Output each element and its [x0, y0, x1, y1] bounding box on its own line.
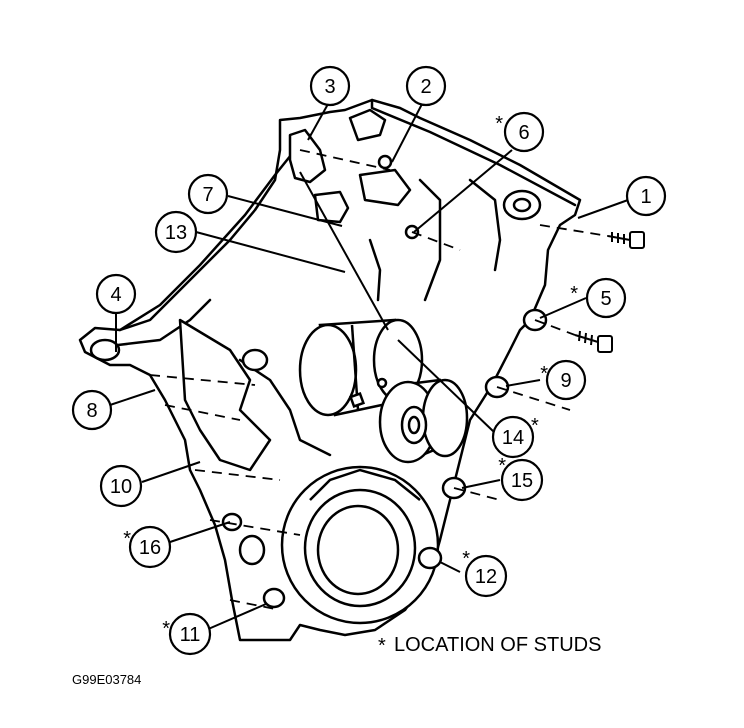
bolt-lower [574, 330, 613, 353]
callout-3-label: 3 [324, 76, 335, 98]
left-rail-inner [116, 298, 212, 347]
reference-code: G99E03784 [72, 672, 141, 687]
callout-12-star: * [462, 548, 470, 570]
upper-bracket-2 [348, 108, 387, 142]
callout-9-star: * [540, 363, 548, 385]
callout-9: * 9 [540, 359, 587, 401]
callout-2-label: 2 [420, 76, 431, 98]
callout-1: 1 [625, 175, 667, 217]
legend-star: * [378, 635, 386, 657]
callout-10: 10 [99, 464, 143, 508]
mount-boss-left [241, 348, 269, 372]
callout-6-label: 6 [518, 122, 529, 144]
callout-16-label: 16 [139, 537, 161, 559]
leader-6 [413, 149, 513, 233]
leader-15 [461, 479, 501, 489]
leader-10 [141, 461, 201, 483]
legend: * LOCATION OF STUDS [378, 634, 601, 657]
leader-8 [109, 389, 156, 406]
callout-13-label: 13 [165, 222, 187, 244]
leader-7 [227, 195, 343, 227]
leader-2 [391, 103, 423, 163]
callout-14-label: 14 [502, 427, 524, 449]
leader-11 [205, 603, 267, 631]
stud-boss-16 [221, 512, 243, 532]
callout-15-star: * [498, 455, 506, 477]
top-flange [370, 98, 577, 207]
leader-1 [577, 199, 629, 219]
stud-bosses [221, 154, 548, 609]
idler-pulley [298, 318, 424, 417]
callout-5: * 5 [570, 277, 627, 319]
callout-12: * 12 [462, 548, 508, 598]
callout-14-star: * [531, 415, 539, 437]
callout-8-label: 8 [86, 400, 97, 422]
callout-2: 2 [405, 65, 447, 107]
pointer-7-13 [299, 171, 389, 331]
callout-6: * 6 [495, 111, 545, 153]
callout-11-star: * [162, 618, 170, 640]
leader-16 [169, 521, 231, 543]
leader-5 [539, 297, 587, 319]
leader-lines [109, 103, 629, 631]
callout-11-label: 11 [180, 624, 201, 646]
mount-boss-1-hole [512, 197, 532, 213]
inner-rib-3 [368, 238, 382, 302]
callout-11: * 11 [162, 612, 212, 656]
tensioner-pulley [378, 378, 469, 464]
leader-3 [307, 103, 329, 141]
callout-4-label: 4 [110, 284, 121, 306]
inner-rib-1 [418, 178, 442, 302]
leader-13 [195, 231, 346, 273]
inner-rib-2 [468, 178, 502, 272]
mount-boss-4 [89, 338, 121, 362]
callout-10-label: 10 [110, 476, 132, 498]
callout-7: 7 [187, 173, 229, 215]
callout-9-label: 9 [560, 370, 571, 392]
callout-8: 8 [71, 389, 113, 431]
alignment-lines [149, 149, 609, 611]
upper-bracket [288, 128, 327, 184]
leader-9 [505, 379, 541, 387]
callout-14: 14 * [491, 415, 539, 459]
crankshaft-seal [280, 465, 440, 625]
callout-1-label: 1 [640, 186, 651, 208]
callout-12-label: 12 [475, 566, 497, 588]
callout-16: * 16 [123, 525, 172, 569]
callout-5-star: * [570, 283, 578, 305]
bolt-upper [607, 231, 645, 249]
leader-14 [397, 339, 495, 433]
lower-left-cavity [178, 318, 272, 472]
callout-13: 13 [154, 210, 198, 254]
callout-3: 3 [309, 65, 351, 107]
stud-boss-2 [377, 154, 393, 170]
legend-text: LOCATION OF STUDS [394, 634, 601, 656]
callout-4: 4 [95, 273, 137, 315]
callout-6-star: * [495, 113, 503, 135]
callout-16-star: * [123, 528, 131, 550]
stud-boss-12 [417, 546, 443, 570]
callout-7-label: 7 [202, 184, 213, 206]
stud-boss-11 [262, 587, 286, 609]
tensioner-bracket [358, 168, 412, 207]
callout-15-label: 15 [511, 470, 533, 492]
lower-boss [238, 534, 266, 566]
callout-15: * 15 [498, 455, 544, 502]
callout-5-label: 5 [600, 288, 611, 310]
mid-panel [238, 358, 332, 457]
leader-12 [439, 561, 461, 573]
